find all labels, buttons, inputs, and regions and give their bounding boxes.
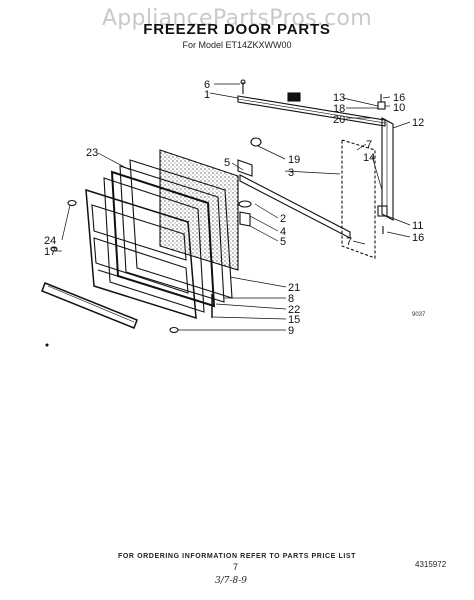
callout-2: 2 bbox=[280, 213, 286, 225]
callout-19: 19 bbox=[288, 154, 300, 166]
callout-14: 14 bbox=[363, 152, 375, 164]
handwritten-note: 3/7-8-9 bbox=[215, 576, 248, 586]
callout-8: 8 bbox=[288, 293, 294, 305]
top-hinge bbox=[377, 94, 386, 110]
callout-13: 13 bbox=[333, 92, 345, 104]
callout-22: 22 bbox=[288, 304, 300, 316]
screw-24 bbox=[67, 199, 77, 207]
bottom-hinge bbox=[377, 205, 388, 234]
callout-17: 17 bbox=[44, 246, 56, 258]
callout-7-lower: 7 bbox=[346, 236, 352, 248]
screw-9 bbox=[169, 326, 179, 334]
callout-16-lower: 16 bbox=[412, 232, 424, 244]
callout-3: 3 bbox=[288, 167, 294, 179]
callout-4: 4 bbox=[280, 226, 286, 238]
callout-21: 21 bbox=[288, 282, 300, 294]
callout-6: 6 bbox=[204, 79, 210, 91]
spring-part bbox=[250, 137, 262, 147]
callout-16: 16 bbox=[393, 92, 405, 104]
page-number: 7 bbox=[233, 562, 239, 572]
center-bracket bbox=[237, 159, 253, 227]
callout-18: 18 bbox=[333, 103, 345, 115]
callout-12: 12 bbox=[412, 117, 424, 129]
label-tag bbox=[287, 92, 301, 102]
bottom-door-bar bbox=[239, 174, 351, 239]
callout-7-top: 7 bbox=[366, 139, 372, 151]
callout-9: 9 bbox=[288, 325, 294, 337]
callout-11: 11 bbox=[412, 220, 423, 232]
right-hinge-bar bbox=[381, 117, 394, 221]
document-number: 4315972 bbox=[415, 560, 447, 569]
diagram-title: FREEZER DOOR PARTS bbox=[143, 21, 331, 38]
right-panel-outline bbox=[341, 139, 376, 259]
callout-5-lower: 5 bbox=[280, 236, 286, 248]
ordering-info-note: FOR ORDERING INFORMATION REFER TO PARTS … bbox=[117, 553, 357, 560]
callout-24: 24 bbox=[44, 235, 56, 247]
callout-15: 15 bbox=[288, 314, 300, 326]
callout-10: 10 bbox=[393, 102, 405, 114]
diagram-code-label: 9037 bbox=[412, 312, 426, 318]
watermark: AppliancePartsPros.com bbox=[101, 6, 373, 31]
left-screw bbox=[240, 79, 246, 94]
door-liner bbox=[85, 188, 197, 320]
callout-1: 1 bbox=[204, 89, 210, 101]
callout-23: 23 bbox=[86, 147, 98, 159]
screw-17 bbox=[50, 246, 58, 252]
bottom-trim-strip bbox=[41, 282, 138, 329]
diagram-subtitle: For Model ET14ZKXWW00 bbox=[182, 40, 292, 50]
top-door-bar bbox=[237, 95, 386, 127]
callout-5: 5 bbox=[224, 157, 230, 169]
callout-20: 20 bbox=[333, 114, 345, 126]
